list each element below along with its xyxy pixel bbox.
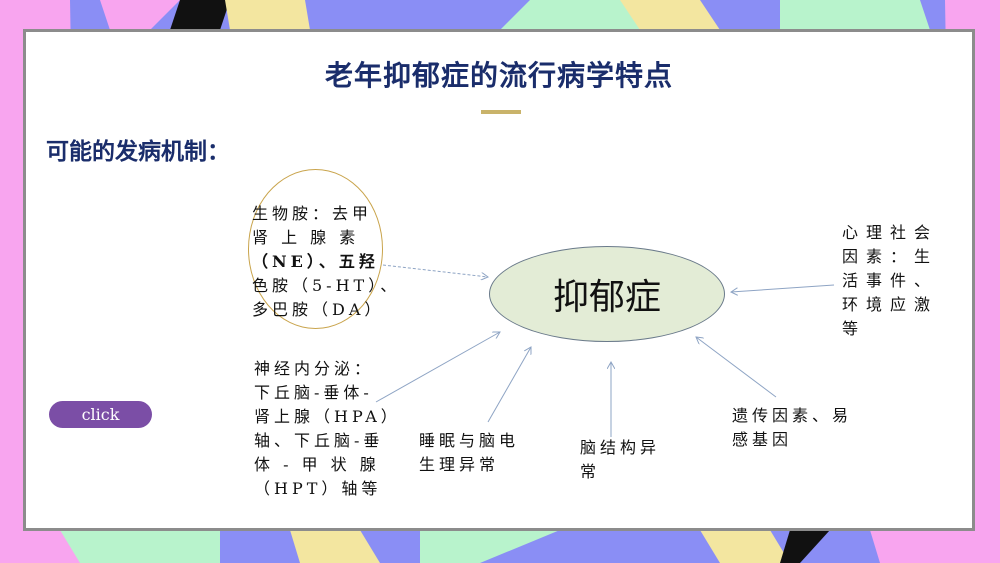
node-line: 下丘脑-垂体- <box>254 383 373 402</box>
node-line: 遗传因素、易 <box>732 406 853 425</box>
node-line: 生物胺：去甲 <box>252 204 373 223</box>
node-line: 肾 上 腺 素 <box>252 228 360 247</box>
section-subtitle: 可能的发病机制： <box>46 139 230 165</box>
center-node-depression: 抑郁症 <box>489 246 725 342</box>
node-biogenic-amines: 生物胺：去甲 肾 上 腺 素 （NE）、五羟 色胺（5-HT）、 多巴胺（DA） <box>252 202 402 322</box>
node-line: （HPT）轴等 <box>254 479 382 498</box>
node-line: 常 <box>580 462 601 481</box>
node-line: 等 <box>842 319 867 338</box>
title-underline <box>481 110 521 114</box>
node-genetics: 遗传因素、易 感基因 <box>732 404 852 452</box>
node-line: 生理异常 <box>419 455 500 474</box>
node-line: 活事件、 <box>842 271 939 290</box>
node-line: 环境应激 <box>842 295 939 314</box>
node-line: 肾上腺（HPA） <box>254 407 401 426</box>
node-neuroendocrine: 神经内分泌： 下丘脑-垂体- 肾上腺（HPA） 轴、下丘脑-垂 体 - 甲 状 … <box>254 357 404 501</box>
node-line: 脑结构异 <box>580 438 661 457</box>
node-brain-structure: 脑结构异 常 <box>580 436 660 484</box>
biogenic-amines-circle <box>248 169 383 329</box>
arrow-connectors <box>375 264 835 437</box>
node-line: 多巴胺（DA） <box>252 300 385 319</box>
node-line: （NE）、五羟 <box>252 252 379 271</box>
node-line: 体 - 甲 状 腺 <box>254 455 380 474</box>
slide-title: 老年抑郁症的流行病学特点 <box>324 59 673 92</box>
node-line: 心理社会 <box>842 223 939 242</box>
node-line: 睡眠与脑电 <box>419 431 520 450</box>
node-sleep-eeg: 睡眠与脑电 生理异常 <box>419 429 519 477</box>
node-line: 轴、下丘脑-垂 <box>254 431 384 450</box>
slide-card: 老年抑郁症的流行病学特点 可能的发病机制： 生物胺：去甲 肾 上 腺 素 （NE… <box>23 29 975 531</box>
node-psychosocial: 心理社会 因素：生 活事件、 环境应激 等 <box>842 221 938 341</box>
node-line: 色胺（5-HT）、 <box>252 276 401 295</box>
node-line: 因素：生 <box>842 247 939 266</box>
click-button[interactable]: click <box>49 401 152 428</box>
node-line: 感基因 <box>732 430 793 449</box>
node-line: 神经内分泌： <box>254 359 375 378</box>
